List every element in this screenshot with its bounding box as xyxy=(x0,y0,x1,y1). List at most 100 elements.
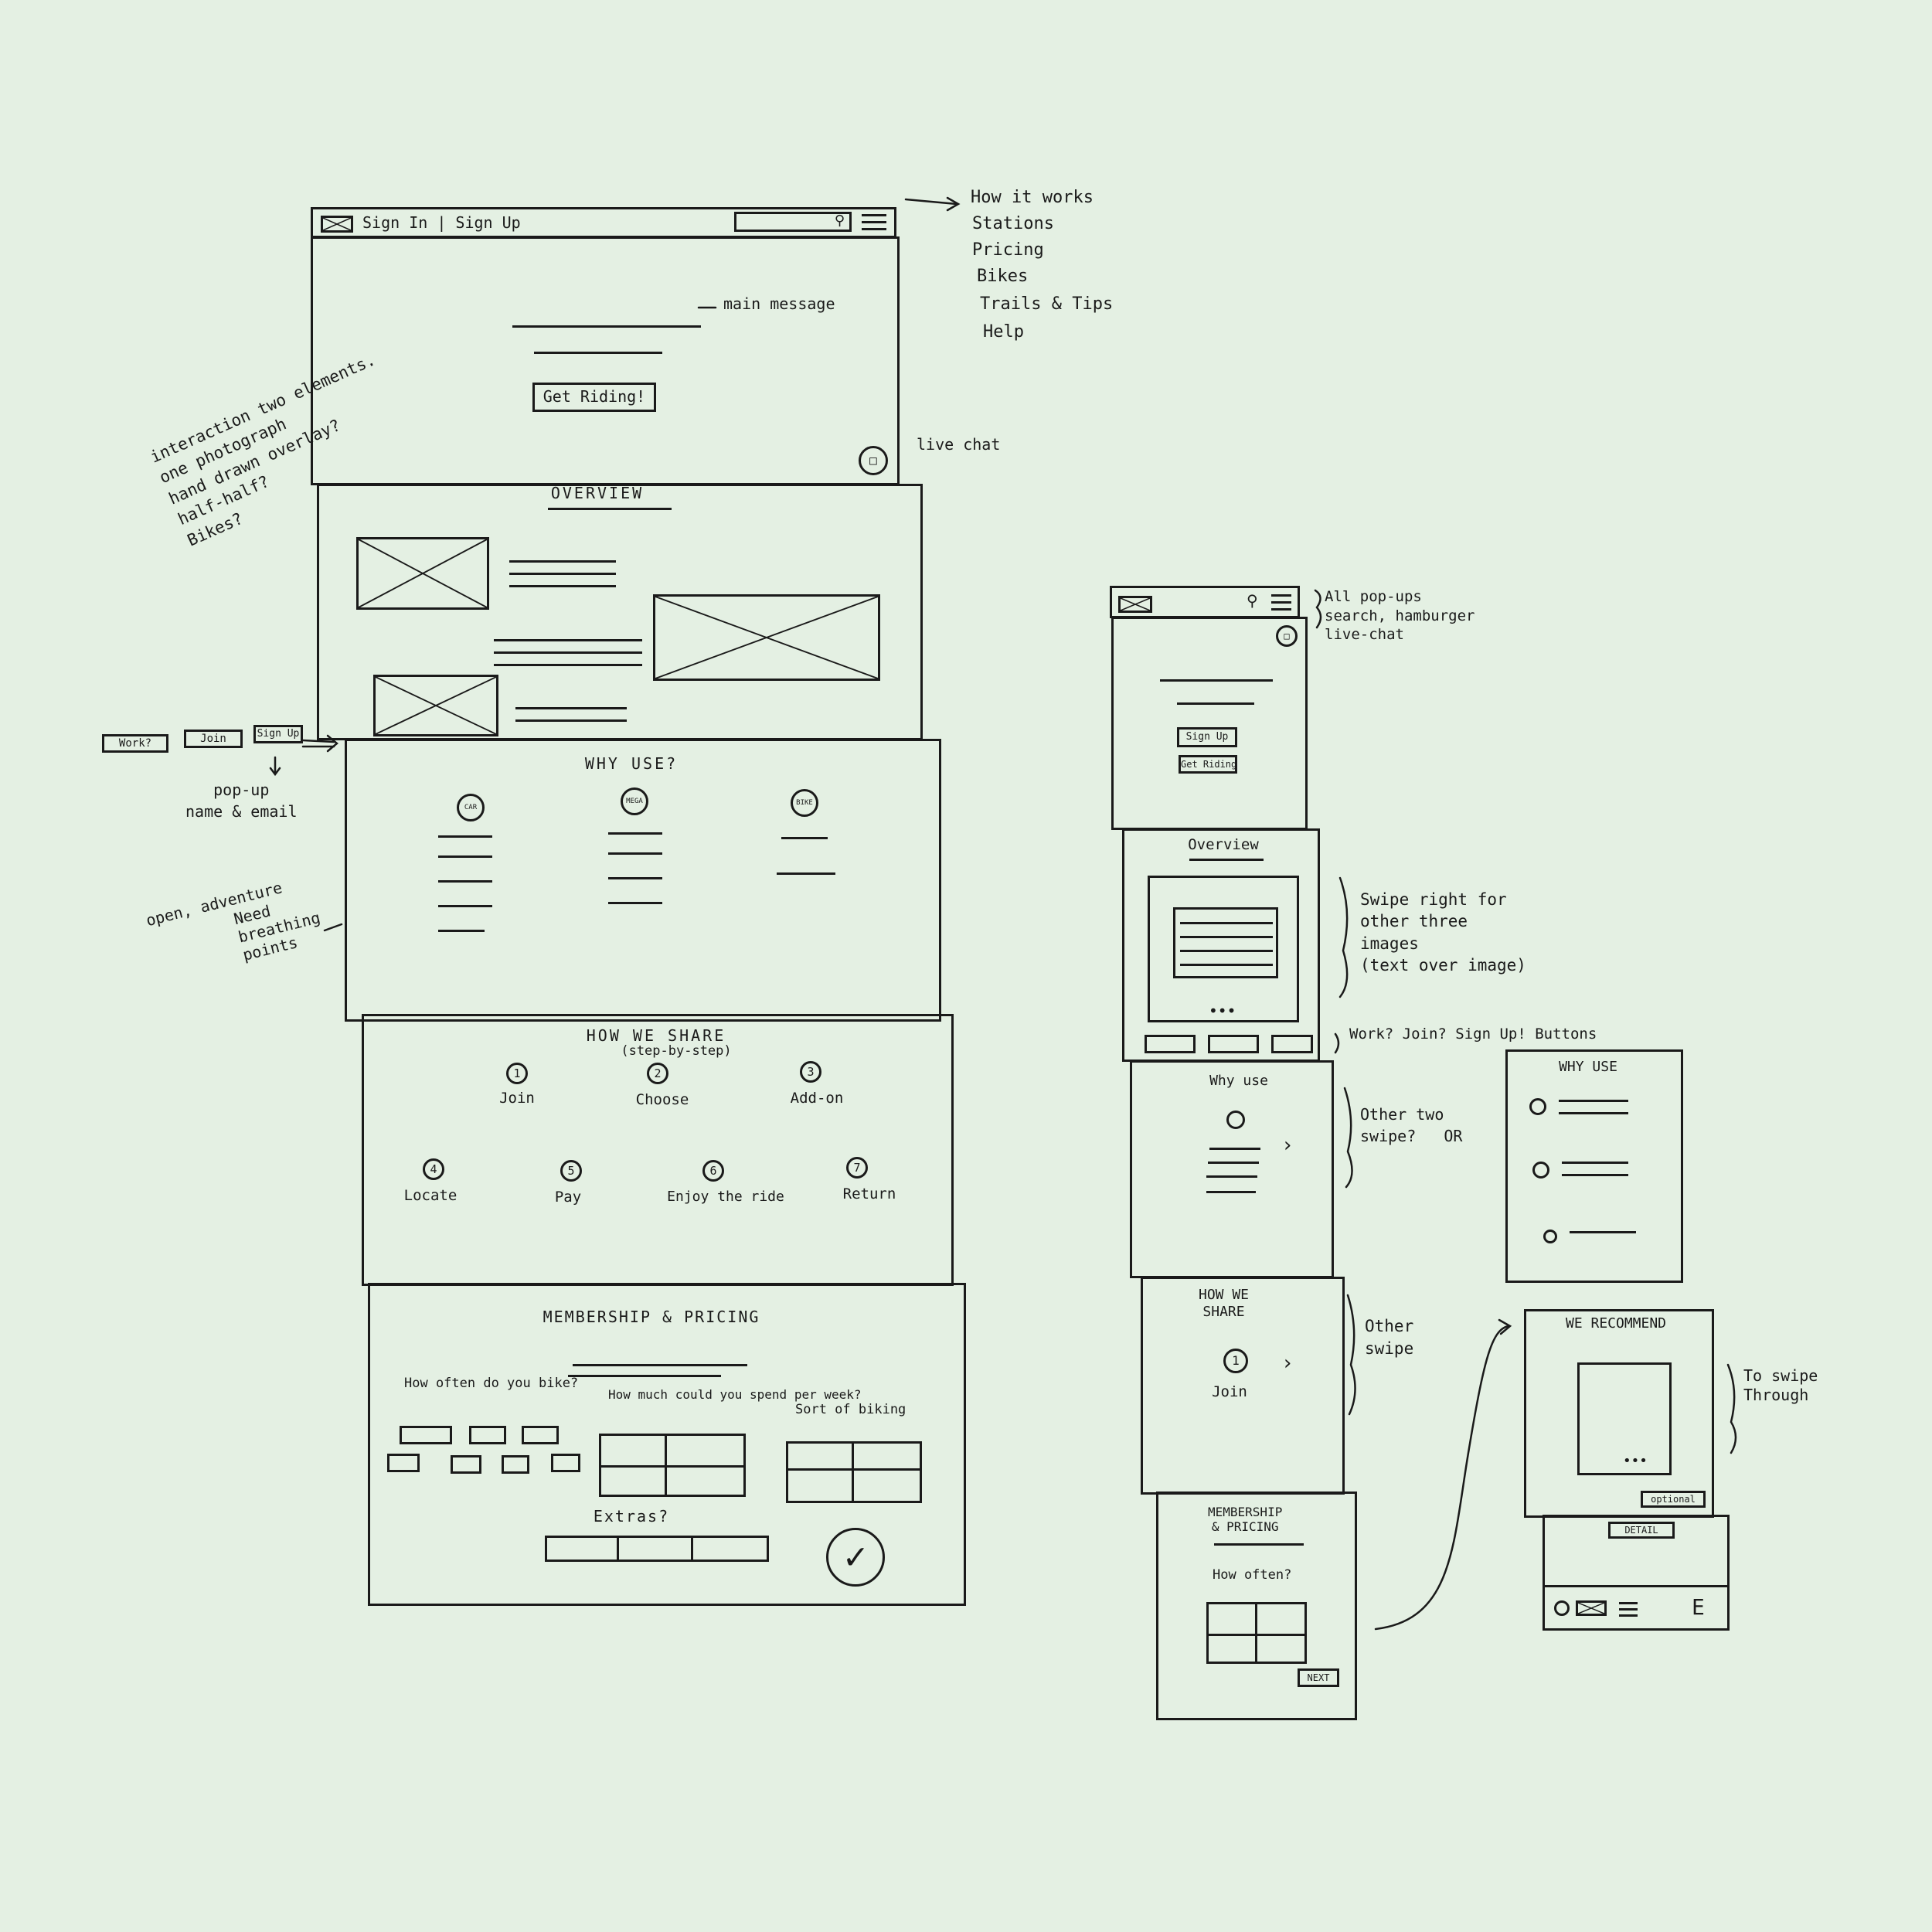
question-sort: Sort of biking xyxy=(795,1402,906,1417)
note-button-sign-up: Sign Up xyxy=(253,725,303,743)
why-icon-mega: MEGA xyxy=(621,787,648,815)
frequency-option-6[interactable] xyxy=(502,1455,529,1474)
footer-chat-icon[interactable] xyxy=(1554,1600,1570,1616)
menu-item-how-it-works[interactable]: How it works xyxy=(971,188,1094,207)
mobile-how-often-label: How often? xyxy=(1213,1567,1292,1583)
main-message-note: main message xyxy=(723,294,835,313)
frequency-option-3[interactable] xyxy=(522,1426,559,1444)
step-7: 7 Return xyxy=(838,1157,900,1211)
submit-checkmark-button[interactable]: ✓ xyxy=(826,1528,885,1587)
mobile-hamburger-icon[interactable] xyxy=(1271,593,1293,613)
recommend-image-card[interactable]: ••• xyxy=(1577,1362,1672,1475)
desktop-how-we-share-section: HOW WE SHARE (step-by-step) 1 Join 2 Cho… xyxy=(362,1014,954,1286)
menu-item-stations[interactable]: Stations xyxy=(972,214,1054,233)
live-chat-note: live chat xyxy=(917,435,1001,454)
note-button-work: Work? xyxy=(102,734,168,753)
menu-item-pricing[interactable]: Pricing xyxy=(972,240,1044,260)
spend-grid[interactable] xyxy=(599,1434,746,1497)
step-4: 4 Locate xyxy=(404,1158,458,1213)
step-2: 2 Choose xyxy=(636,1063,689,1117)
step-3: 3 Add-on xyxy=(789,1061,843,1115)
alt-why-use-card: WHY USE xyxy=(1505,1049,1683,1283)
mobile-logo-icon xyxy=(1118,596,1152,613)
step-5: 5 Pay xyxy=(549,1160,596,1214)
logo-icon xyxy=(321,216,353,233)
sign-in-sign-up-link[interactable]: Sign In | Sign Up xyxy=(362,213,521,232)
extras-label: Extras? xyxy=(593,1507,670,1526)
mobile-sign-up-button[interactable]: Sign Up xyxy=(1177,727,1237,747)
hamburger-menu-icon[interactable] xyxy=(862,213,888,233)
why-icon-car: CAR xyxy=(457,794,485,821)
popups-note: All pop-ups search, hamburger live-chat xyxy=(1325,588,1475,644)
overview-title: OVERVIEW xyxy=(550,484,645,502)
desktop-membership-section: MEMBERSHIP & PRICING How often do you bi… xyxy=(368,1283,966,1606)
mobile-why-next-arrow-icon[interactable]: › xyxy=(1284,1134,1292,1157)
search-icon: ⚲ xyxy=(834,213,845,229)
how-other-swipe-note: Other swipe xyxy=(1365,1317,1414,1359)
mobile-frequency-grid[interactable] xyxy=(1206,1602,1307,1664)
desktop-why-use-section: WHY USE? CAR MEGA BIKE xyxy=(345,739,941,1022)
membership-title: MEMBERSHIP & PRICING xyxy=(543,1308,760,1326)
footer-logo-icon xyxy=(1576,1600,1607,1616)
menu-item-bikes[interactable]: Bikes xyxy=(977,267,1029,286)
footer-menu-icon[interactable] xyxy=(1619,1600,1641,1617)
search-input[interactable]: ⚲ xyxy=(734,212,852,232)
mobile-overview: Overview ••• xyxy=(1122,828,1320,1062)
live-chat-icon[interactable]: □ xyxy=(859,446,888,475)
mobile-get-riding-button[interactable]: Get Riding xyxy=(1179,755,1237,774)
mobile-next-button[interactable]: NEXT xyxy=(1298,1668,1339,1687)
mobile-how-we-share: HOW WE SHARE 1 Join › xyxy=(1141,1277,1345,1495)
recommend-footer: DETAIL E xyxy=(1543,1515,1730,1631)
frequency-option-1[interactable] xyxy=(400,1426,452,1444)
why-use-title: WHY USE? xyxy=(584,754,679,773)
frequency-option-4[interactable] xyxy=(387,1454,420,1472)
sort-of-biking-grid[interactable] xyxy=(786,1441,922,1503)
mobile-overview-title: Overview xyxy=(1188,836,1259,853)
question-how-often: How often do you bike? xyxy=(404,1376,579,1391)
mobile-live-chat-icon[interactable]: □ xyxy=(1276,625,1298,647)
question-spend: How much could you spend per week? xyxy=(608,1387,862,1402)
how-we-share-subtitle: (step-by-step) xyxy=(621,1043,732,1059)
mobile-sign-up-small-button[interactable] xyxy=(1271,1035,1313,1053)
step-1: 1 Join xyxy=(495,1063,542,1117)
mobile-membership: MEMBERSHIP & PRICING How often? NEXT xyxy=(1156,1492,1357,1720)
frequency-option-2[interactable] xyxy=(469,1426,506,1444)
mobile-membership-title: MEMBERSHIP & PRICING xyxy=(1208,1505,1283,1535)
frequency-option-7[interactable] xyxy=(551,1454,580,1472)
mobile-work-button[interactable] xyxy=(1145,1035,1196,1053)
note-button-join: Join xyxy=(184,730,243,748)
mobile-overview-card[interactable]: ••• xyxy=(1148,876,1299,1022)
footer-e-icon: E xyxy=(1692,1594,1705,1620)
frequency-option-5[interactable] xyxy=(451,1455,481,1474)
desktop-nav-bar: Sign In | Sign Up ⚲ xyxy=(311,207,896,238)
extras-selector[interactable] xyxy=(545,1536,769,1562)
optional-button[interactable]: optional xyxy=(1641,1491,1706,1508)
menu-item-trails-tips[interactable]: Trails & Tips xyxy=(980,294,1114,314)
overview-image-1 xyxy=(356,537,489,610)
mobile-nav-bar: ⚲ xyxy=(1110,586,1300,618)
details-button[interactable]: DETAIL xyxy=(1608,1522,1675,1539)
recommend-dots-icon: ••• xyxy=(1623,1453,1648,1469)
get-riding-button[interactable]: Get Riding! xyxy=(532,383,656,412)
buttons-note: Work? Join? Sign Up! Buttons xyxy=(1349,1026,1597,1043)
carousel-dots-icon: ••• xyxy=(1209,1002,1236,1020)
why-icon-bike: BIKE xyxy=(791,789,818,817)
mobile-why-use-title: Why use xyxy=(1209,1073,1268,1089)
mobile-hero: □ Sign Up Get Riding xyxy=(1111,617,1308,830)
step-6: 6 Enjoy the ride xyxy=(667,1160,787,1230)
mobile-why-use: Why use › xyxy=(1130,1060,1334,1278)
overview-image-2 xyxy=(653,594,880,681)
menu-item-help[interactable]: Help xyxy=(983,322,1024,342)
mobile-how-next-arrow-icon[interactable]: › xyxy=(1284,1352,1292,1375)
how-we-share-title: HOW WE SHARE xyxy=(586,1026,726,1045)
mobile-how-step-label: Join xyxy=(1212,1383,1247,1400)
mobile-join-button[interactable] xyxy=(1208,1035,1259,1053)
popup-note: pop-up name & email xyxy=(185,781,298,821)
mobile-search-icon[interactable]: ⚲ xyxy=(1247,591,1258,610)
why-other-two-note: Other two swipe? OR xyxy=(1360,1105,1463,1145)
overview-image-3 xyxy=(373,675,498,736)
we-recommend-title: WE RECOMMEND xyxy=(1565,1315,1667,1332)
alt-why-use-title: WHY USE xyxy=(1559,1059,1617,1075)
we-recommend-card: WE RECOMMEND ••• optional xyxy=(1524,1309,1714,1518)
